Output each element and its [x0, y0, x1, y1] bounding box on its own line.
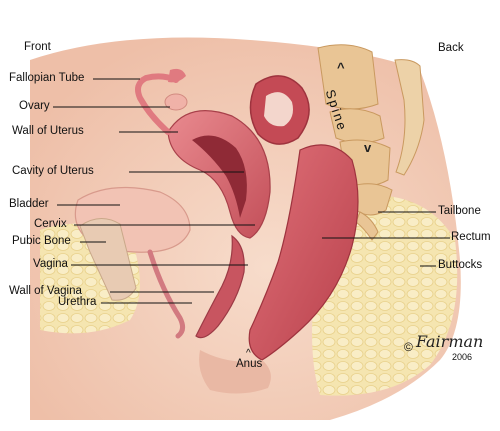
ovary-label: Ovary — [19, 100, 50, 112]
fallopian-tube-shape — [135, 73, 179, 135]
copyright-icon: © — [404, 340, 413, 354]
credit-year: 2006 — [452, 352, 473, 362]
anus-label: Anus — [236, 358, 263, 370]
fallopian-tube-label: Fallopian Tube — [9, 72, 85, 84]
pubic-bone — [79, 218, 137, 301]
wall-of-vagina-label: Wall of Vagina — [9, 285, 82, 297]
vagina-canal — [195, 234, 245, 339]
leader-lines — [53, 78, 450, 304]
wall-of-uterus-label: Wall of Uterus — [12, 125, 84, 137]
uterus-cavity — [192, 135, 247, 218]
urethra-shape — [147, 249, 186, 339]
rectum-shape — [248, 144, 359, 361]
cervix-label: Cervix — [34, 218, 67, 230]
urethra-label: Urethra — [58, 296, 97, 308]
pubic-bone-label: Pubic Bone — [12, 235, 71, 247]
tailbone-label: Tailbone — [438, 205, 481, 217]
anus-caret-icon: ^ — [246, 348, 251, 359]
back-label: Back — [438, 42, 464, 54]
buttocks-label: Buttocks — [438, 259, 483, 271]
uterus — [167, 110, 271, 239]
spine-caret-top-icon: ^ — [337, 60, 345, 75]
perineum — [199, 350, 271, 394]
spine-column — [317, 44, 425, 241]
ovary-shape — [164, 93, 188, 111]
front-label: Front — [24, 41, 51, 53]
spine-caret-bottom-icon: v — [364, 140, 372, 155]
artist-signature: Fairman — [416, 332, 484, 351]
vagina-label: Vagina — [33, 258, 68, 270]
cavity-of-uterus-label: Cavity of Uterus — [12, 165, 94, 177]
bladder-label: Bladder — [9, 198, 49, 210]
rectum-label: Rectum — [451, 231, 491, 243]
